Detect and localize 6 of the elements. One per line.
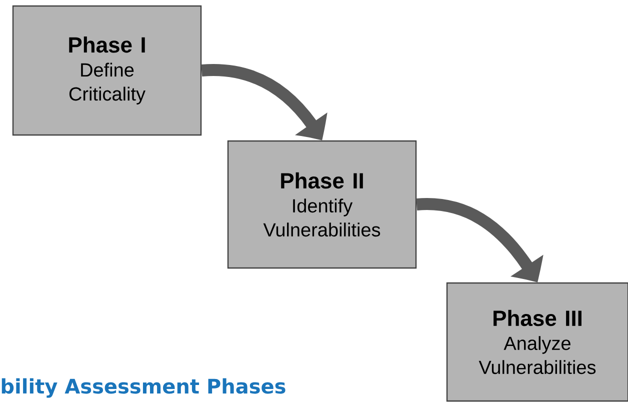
phase-box: Phase I Define Criticality [12,5,202,136]
curved-arrow [416,198,542,282]
curved-arrow [201,64,326,140]
phase-box: Phase II Identify Vulnerabilities [227,140,417,269]
phase-box: Phase III Analyze Vulnerabilities [446,282,628,402]
title: bility Assessment Phases [2,378,286,398]
